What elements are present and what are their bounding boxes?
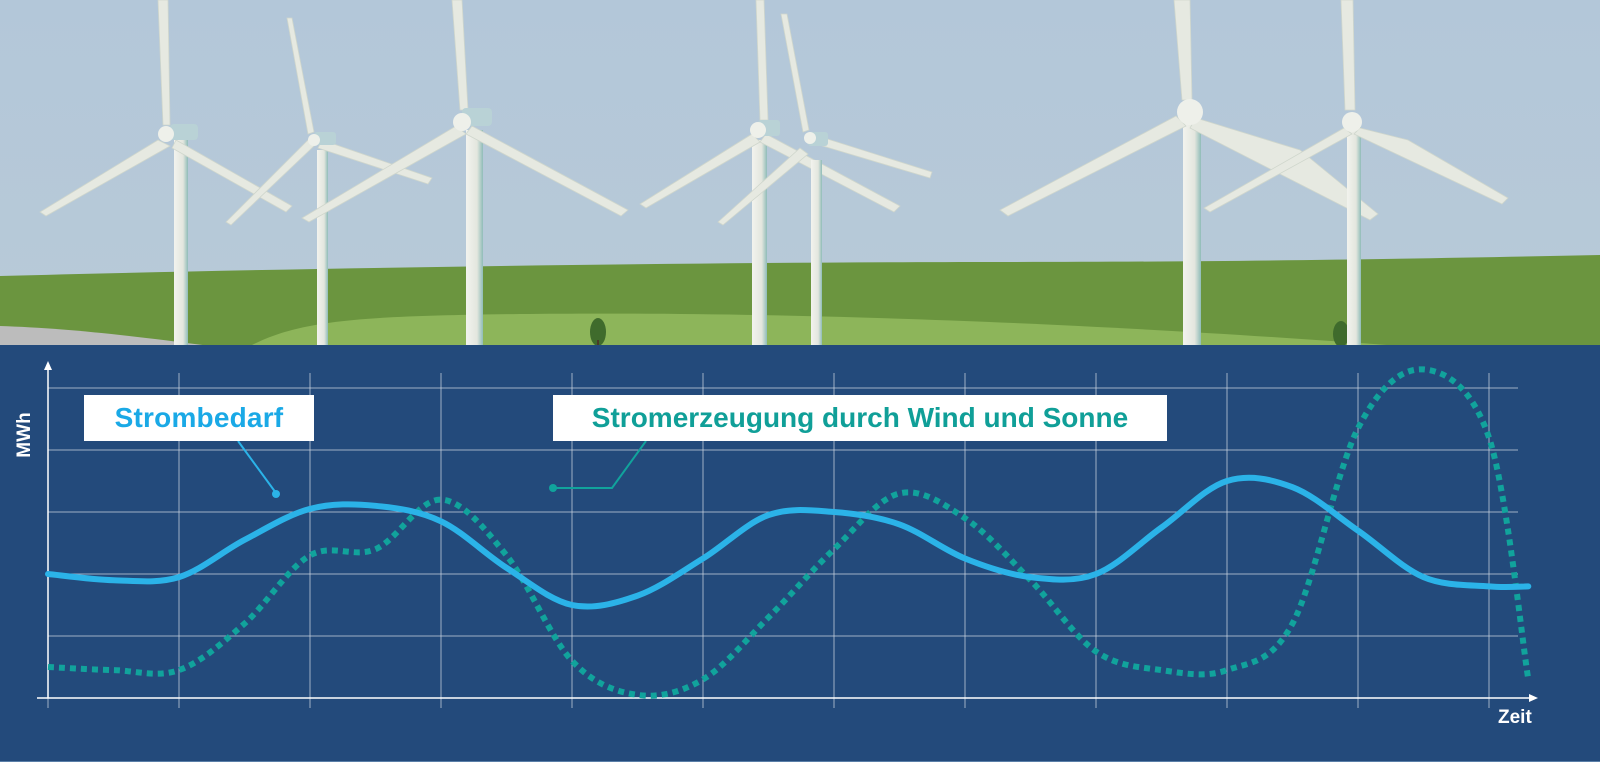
- tree-icon: [1333, 321, 1349, 346]
- legend-supply: Stromerzeugung durch Wind und Sonne: [553, 395, 1167, 441]
- wind-turbine-icon: [717, 13, 933, 346]
- wind-turbine-icon: [39, 0, 293, 346]
- demand-leader-line: [237, 440, 280, 498]
- leader-dot-icon: [272, 490, 280, 498]
- chart-panel: Strombedarf Stromerzeugung durch Wind un…: [0, 345, 1600, 762]
- wind-turbine-icon: [1203, 0, 1509, 346]
- chart-axes: [37, 361, 1538, 702]
- landscape-illustration: [0, 0, 1600, 346]
- wind-turbine-icon: [999, 0, 1379, 346]
- line-chart: [37, 361, 1538, 708]
- wind-turbine-icon: [301, 0, 629, 346]
- road: [0, 326, 210, 346]
- wind-farm-landscape: [0, 0, 1600, 346]
- supply-leader-line: [549, 440, 647, 492]
- y-axis-label: MWh: [14, 412, 35, 458]
- field-near: [250, 313, 1400, 346]
- x-axis-arrow-icon: [1529, 694, 1538, 702]
- demand-series-line: [45, 474, 1532, 610]
- x-axis-label: Zeit: [1498, 707, 1532, 728]
- leader-dot-icon: [549, 484, 557, 492]
- wind-turbine-icon: [225, 17, 433, 346]
- y-axis-arrow-icon: [44, 361, 52, 370]
- legend-demand: Strombedarf: [84, 395, 314, 441]
- tree-icon: [590, 318, 606, 346]
